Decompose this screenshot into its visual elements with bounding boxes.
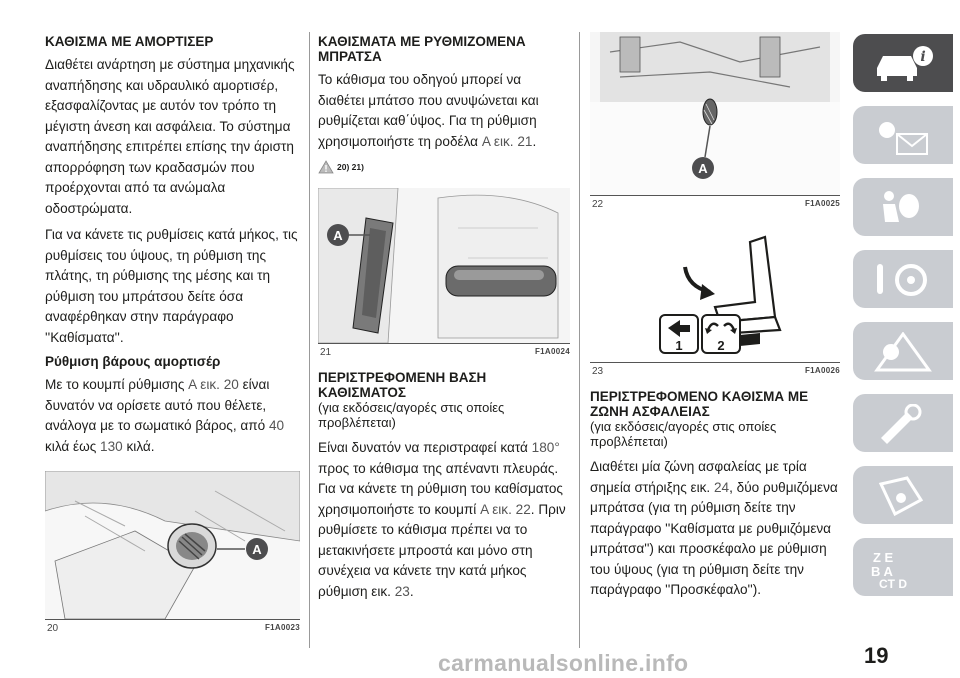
key-ignition-icon bbox=[877, 264, 927, 296]
multimedia-icon bbox=[878, 476, 924, 516]
figure-marker: A bbox=[698, 161, 708, 176]
paragraph: Είναι δυνατόν να περιστραφεί κατά 180° π… bbox=[318, 440, 566, 599]
seat-damper-knob-illustration: A bbox=[45, 471, 300, 619]
tab-multimedia[interactable] bbox=[853, 466, 953, 524]
warning-triangle-icon bbox=[874, 332, 932, 372]
dashboard-warning-icon bbox=[879, 122, 928, 155]
svg-text:B A: B A bbox=[871, 564, 894, 579]
figure-23: 1 2 bbox=[590, 222, 840, 363]
column-divider bbox=[579, 32, 580, 648]
index-letters-icon: Z EB ACT D bbox=[871, 550, 907, 588]
availability-note: (για εκδόσεις/αγορές στις οποίες προβλέπ… bbox=[590, 419, 777, 449]
warning-triangle-icon bbox=[318, 160, 334, 174]
paragraph: Για να κάνετε τις ρυθμίσεις κατά μήκος, … bbox=[45, 227, 298, 345]
subsection-title-weight-adjust: Ρύθμιση βάρους αμορτισέρ bbox=[45, 354, 221, 369]
section-title-swivel-seat-belt: ΠΕΡΙΣΤΡΕΦΟΜΕΝΟ ΚΑΘΙΣΜΑ ΜΕ ΖΩΝΗ ΑΣΦΑΛΕΙΑΣ bbox=[590, 389, 809, 419]
tab-dashboard[interactable] bbox=[853, 106, 953, 164]
svg-text:Z E: Z E bbox=[873, 550, 894, 565]
button-label: 2 bbox=[717, 338, 724, 353]
section-title-adjustable-armrests: ΚΑΘΙΣΜΑΤΑ ΜΕ ΡΥΘΜΙΖΟΜΕΝΑ ΜΠΡΑΤΣΑ bbox=[318, 34, 526, 64]
car-info-icon: i bbox=[877, 46, 933, 81]
armrest-illustration: A bbox=[318, 188, 570, 343]
watermark: carmanualsonline.info bbox=[438, 650, 689, 676]
figure-marker: A bbox=[333, 228, 343, 243]
paragraph: Διαθέτει ανάρτηση με σύστημα μηχανικής α… bbox=[45, 57, 295, 216]
availability-note: (για εκδόσεις/αγορές στις οποίες προβλέπ… bbox=[318, 400, 505, 430]
tab-safety[interactable] bbox=[853, 178, 953, 236]
svg-text:CT D: CT D bbox=[879, 577, 907, 588]
figure-22: A bbox=[590, 32, 840, 196]
page-number: 19 bbox=[864, 643, 889, 668]
column-divider bbox=[309, 32, 310, 648]
button-label: 1 bbox=[675, 338, 682, 353]
paragraph: Με το κουμπί ρύθμισης A εικ. 20 είναι δυ… bbox=[45, 377, 285, 454]
svg-text:i: i bbox=[920, 49, 925, 65]
section-title-swivel-base: ΠΕΡΙΣΤΡΕΦΟΜΕΝΗ ΒΑΣΗ ΚΑΘΙΣΜΑΤΟΣ bbox=[318, 370, 487, 400]
tab-emergency[interactable] bbox=[853, 322, 953, 380]
swivel-base-illustration: A bbox=[590, 32, 840, 195]
column-2: ΚΑΘΙΣΜΑΤΑ ΜΕ ΡΥΘΜΙΖΟΜΕΝΑ ΜΠΡΑΤΣΑ Το κάθι… bbox=[318, 34, 570, 608]
tab-car-info[interactable]: i bbox=[853, 34, 953, 92]
figure-20: A bbox=[45, 471, 300, 620]
tab-starting-driving[interactable] bbox=[853, 250, 953, 308]
paragraph: Διαθέτει μία ζώνη ασφαλείας με τρία σημε… bbox=[590, 459, 838, 597]
paragraph: Το κάθισμα του οδηγού μπορεί να διαθέτει… bbox=[318, 72, 539, 149]
column-1: ΚΑΘΙΣΜΑ ΜΕ ΑΜΟΡΤΙΣΕΡ Διαθέτει ανάρτηση μ… bbox=[45, 34, 300, 634]
airbag-icon bbox=[883, 191, 919, 222]
figure-21: A bbox=[318, 188, 570, 344]
swivel-seat-diagram: 1 2 bbox=[590, 222, 840, 362]
warning-reference: 20) 21) bbox=[318, 160, 570, 174]
tab-maintenance[interactable] bbox=[853, 394, 953, 452]
wrench-icon bbox=[881, 404, 922, 444]
section-title-damped-seat: ΚΑΘΙΣΜΑ ΜΕ ΑΜΟΡΤΙΣΕΡ bbox=[45, 34, 214, 49]
figure-marker: A bbox=[252, 542, 262, 557]
